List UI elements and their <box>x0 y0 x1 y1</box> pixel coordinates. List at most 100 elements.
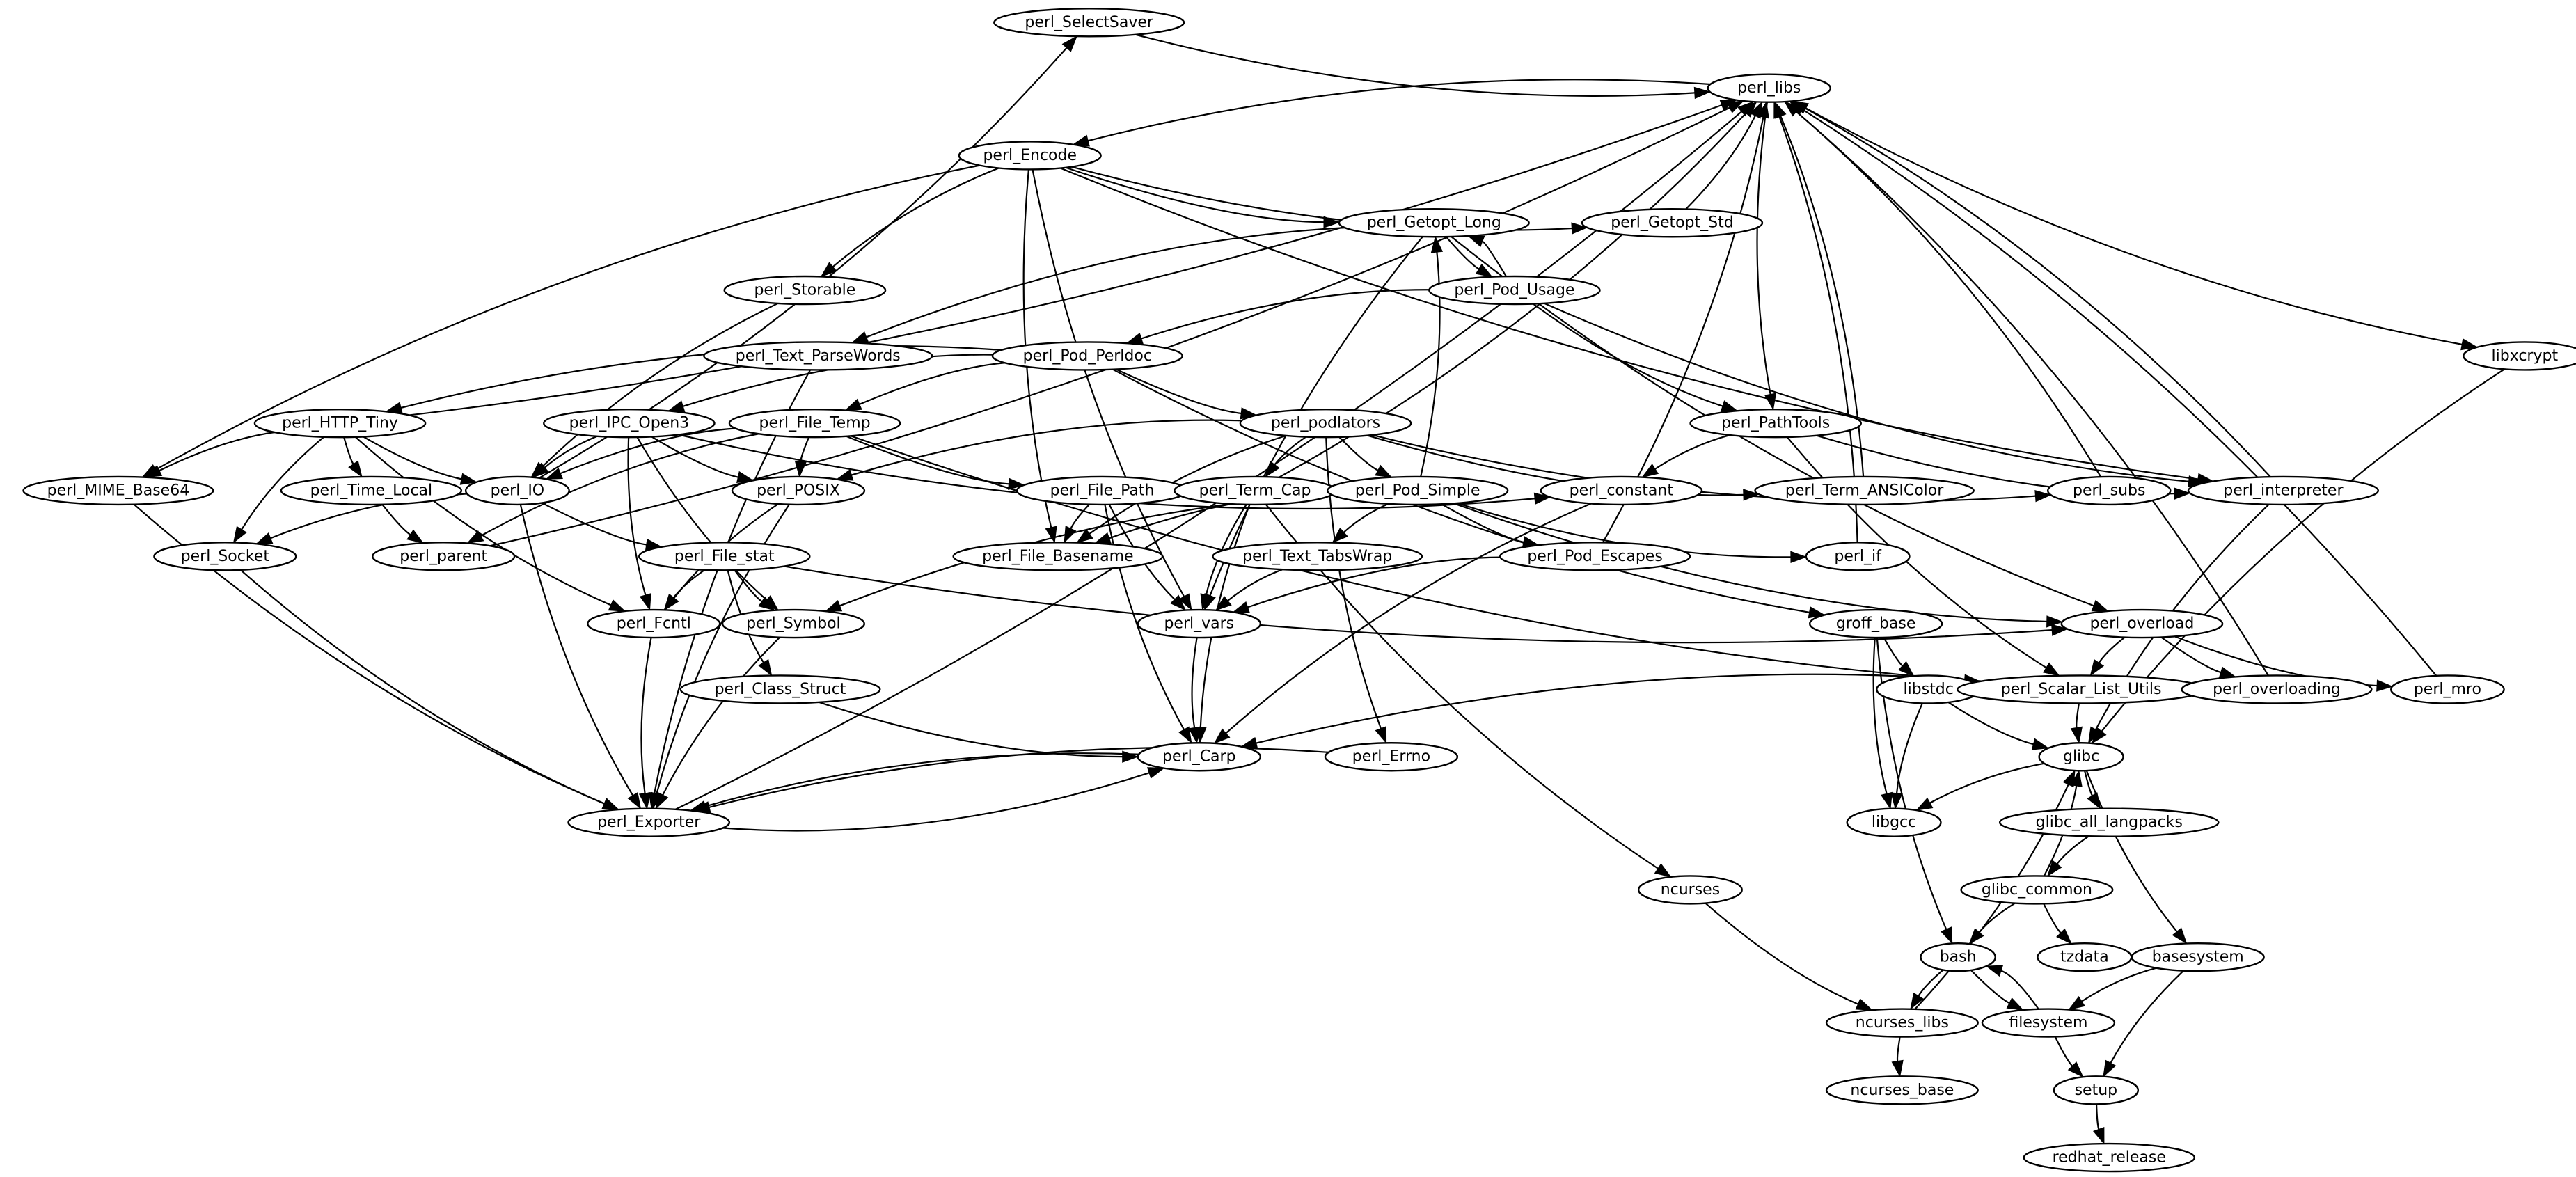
node-shape <box>587 608 721 639</box>
arrowhead-icon <box>608 599 626 612</box>
node-shape <box>567 807 731 837</box>
arrowhead-icon <box>2103 1059 2117 1077</box>
node-shape <box>2181 674 2373 704</box>
arrowhead-icon <box>2031 738 2050 750</box>
arrowhead-icon <box>2051 624 2069 636</box>
arrowhead-icon <box>1200 593 1212 611</box>
edge-line <box>542 302 778 468</box>
arrowhead-icon <box>1178 593 1192 611</box>
arrowhead-icon <box>1764 393 1777 411</box>
node-perl-storable: perl_Storable <box>723 275 887 306</box>
arrowhead-icon <box>1146 767 1165 779</box>
edge-line <box>544 435 598 468</box>
edge-perl-pod-usage-to-perl-getopt-long <box>1467 235 1507 277</box>
edge-line <box>2081 967 2157 1002</box>
arrowhead-icon <box>1720 400 1739 412</box>
edge-line <box>1325 437 1382 729</box>
edge-line <box>1441 503 1524 544</box>
edge-line <box>1883 637 1904 667</box>
node-perl-file-stat: perl_File_stat <box>638 542 811 571</box>
node-shape <box>372 542 516 571</box>
node-tzdata: tzdata <box>2037 942 2133 972</box>
edge-line <box>1135 33 1695 97</box>
edge-line <box>722 772 1150 832</box>
node-label: glibc_all_langpacks <box>2036 814 2183 831</box>
arrowhead-icon <box>1430 235 1444 253</box>
edge-glibc-to-basesystem <box>2085 770 2188 945</box>
node-label: perl_subs <box>2073 482 2146 499</box>
node-shape <box>1981 1008 2116 1038</box>
node-label: perl_Errno <box>1352 748 1430 766</box>
node-shape <box>464 475 570 506</box>
edge-libstdc-to-glibc <box>1947 702 2050 750</box>
node-shape <box>1326 475 1509 506</box>
node-shape <box>1338 208 1530 238</box>
node-shape <box>1137 608 1262 639</box>
edge-line <box>627 437 647 596</box>
edge-line <box>1876 637 1947 930</box>
node-shape <box>952 542 1164 571</box>
node-label: perl_podlators <box>1271 415 1380 432</box>
edge-perl-io-to-perl-exporter <box>519 504 642 810</box>
arrowhead-icon <box>2062 769 2076 788</box>
edge-line <box>2101 368 2505 732</box>
node-label: perl_Fcntl <box>617 615 691 633</box>
node-label: perl_Text_ParseWords <box>736 347 901 365</box>
arrowhead-icon <box>545 467 563 480</box>
arrowhead-icon <box>406 529 425 544</box>
node-shape <box>1212 542 1423 571</box>
arrowhead-icon <box>663 594 679 611</box>
edge-line <box>480 433 759 537</box>
node-label: groff_base <box>1836 615 1916 633</box>
node-perl-time-local: perl_Time_Local <box>280 475 463 506</box>
node-shape <box>1637 875 1743 905</box>
edge-line <box>155 164 980 471</box>
node-shape <box>543 408 716 439</box>
node-perl-socket: perl_Socket <box>153 542 297 571</box>
nodes-layer: perl_SelectSaverperl_libsperl_Encodeperl… <box>22 8 2576 1173</box>
edge-ncurses-to-ncurses-libs <box>1705 902 1874 1011</box>
edge-perl-http-tiny-to-perl-mime-base64 <box>144 431 275 478</box>
node-shape <box>728 408 901 439</box>
arrowhead-icon <box>601 798 619 810</box>
node-shape <box>2389 674 2505 704</box>
edge-line <box>1544 302 2189 482</box>
edge-groff-base-to-libstdc <box>1883 637 1915 677</box>
arrowhead-icon <box>1898 661 1915 677</box>
edge-line <box>1338 436 1379 471</box>
edge-perl-text-tabswrap-to-perl-vars <box>1215 569 1283 611</box>
edge-line <box>1065 166 1325 223</box>
node-label: perl_Time_Local <box>310 482 433 499</box>
arrowhead-icon <box>466 530 484 544</box>
node-label: perl_IPC_Open3 <box>569 415 690 432</box>
edge-line <box>363 436 462 480</box>
arrowhead-icon <box>2006 997 2024 1011</box>
node-perl-overload: perl_overload <box>2060 608 2224 639</box>
node-perl-if: perl_if <box>1805 542 1911 571</box>
edge-line <box>784 565 2053 644</box>
node-shape <box>1960 875 2114 905</box>
node-label: perl_libs <box>1737 79 1801 97</box>
node-perl-constant: perl_constant <box>1540 475 1703 506</box>
node-label: perl_SelectSaver <box>1025 14 1154 31</box>
node-shape <box>958 141 1102 171</box>
edge-perl-podlators-to-perl-posix <box>835 419 1242 481</box>
node-label: perl_interpreter <box>2223 482 2344 499</box>
edge-line <box>1792 100 2463 345</box>
node-label: perl_POSIX <box>757 482 840 499</box>
arrowhead-icon <box>1891 1059 1904 1077</box>
arrowhead-icon <box>2056 928 2073 945</box>
node-perl-carp: perl_Carp <box>1137 742 1262 772</box>
node-shape <box>1707 73 1832 103</box>
node-libxcrypt: libxcrypt <box>2463 341 2576 371</box>
node-shape <box>1754 475 1975 506</box>
node-label: basesystem <box>2152 949 2244 966</box>
node-shape <box>2463 341 2576 371</box>
edge-perl-scalar-list-utils-to-glibc <box>2070 703 2083 744</box>
node-label: perl_vars <box>1164 615 1234 633</box>
edge-line <box>832 167 999 268</box>
arrowhead-icon <box>1475 263 1493 278</box>
edge-line <box>1115 368 1242 415</box>
edge-line <box>2160 636 2221 674</box>
arrowhead-icon <box>1940 926 1953 945</box>
